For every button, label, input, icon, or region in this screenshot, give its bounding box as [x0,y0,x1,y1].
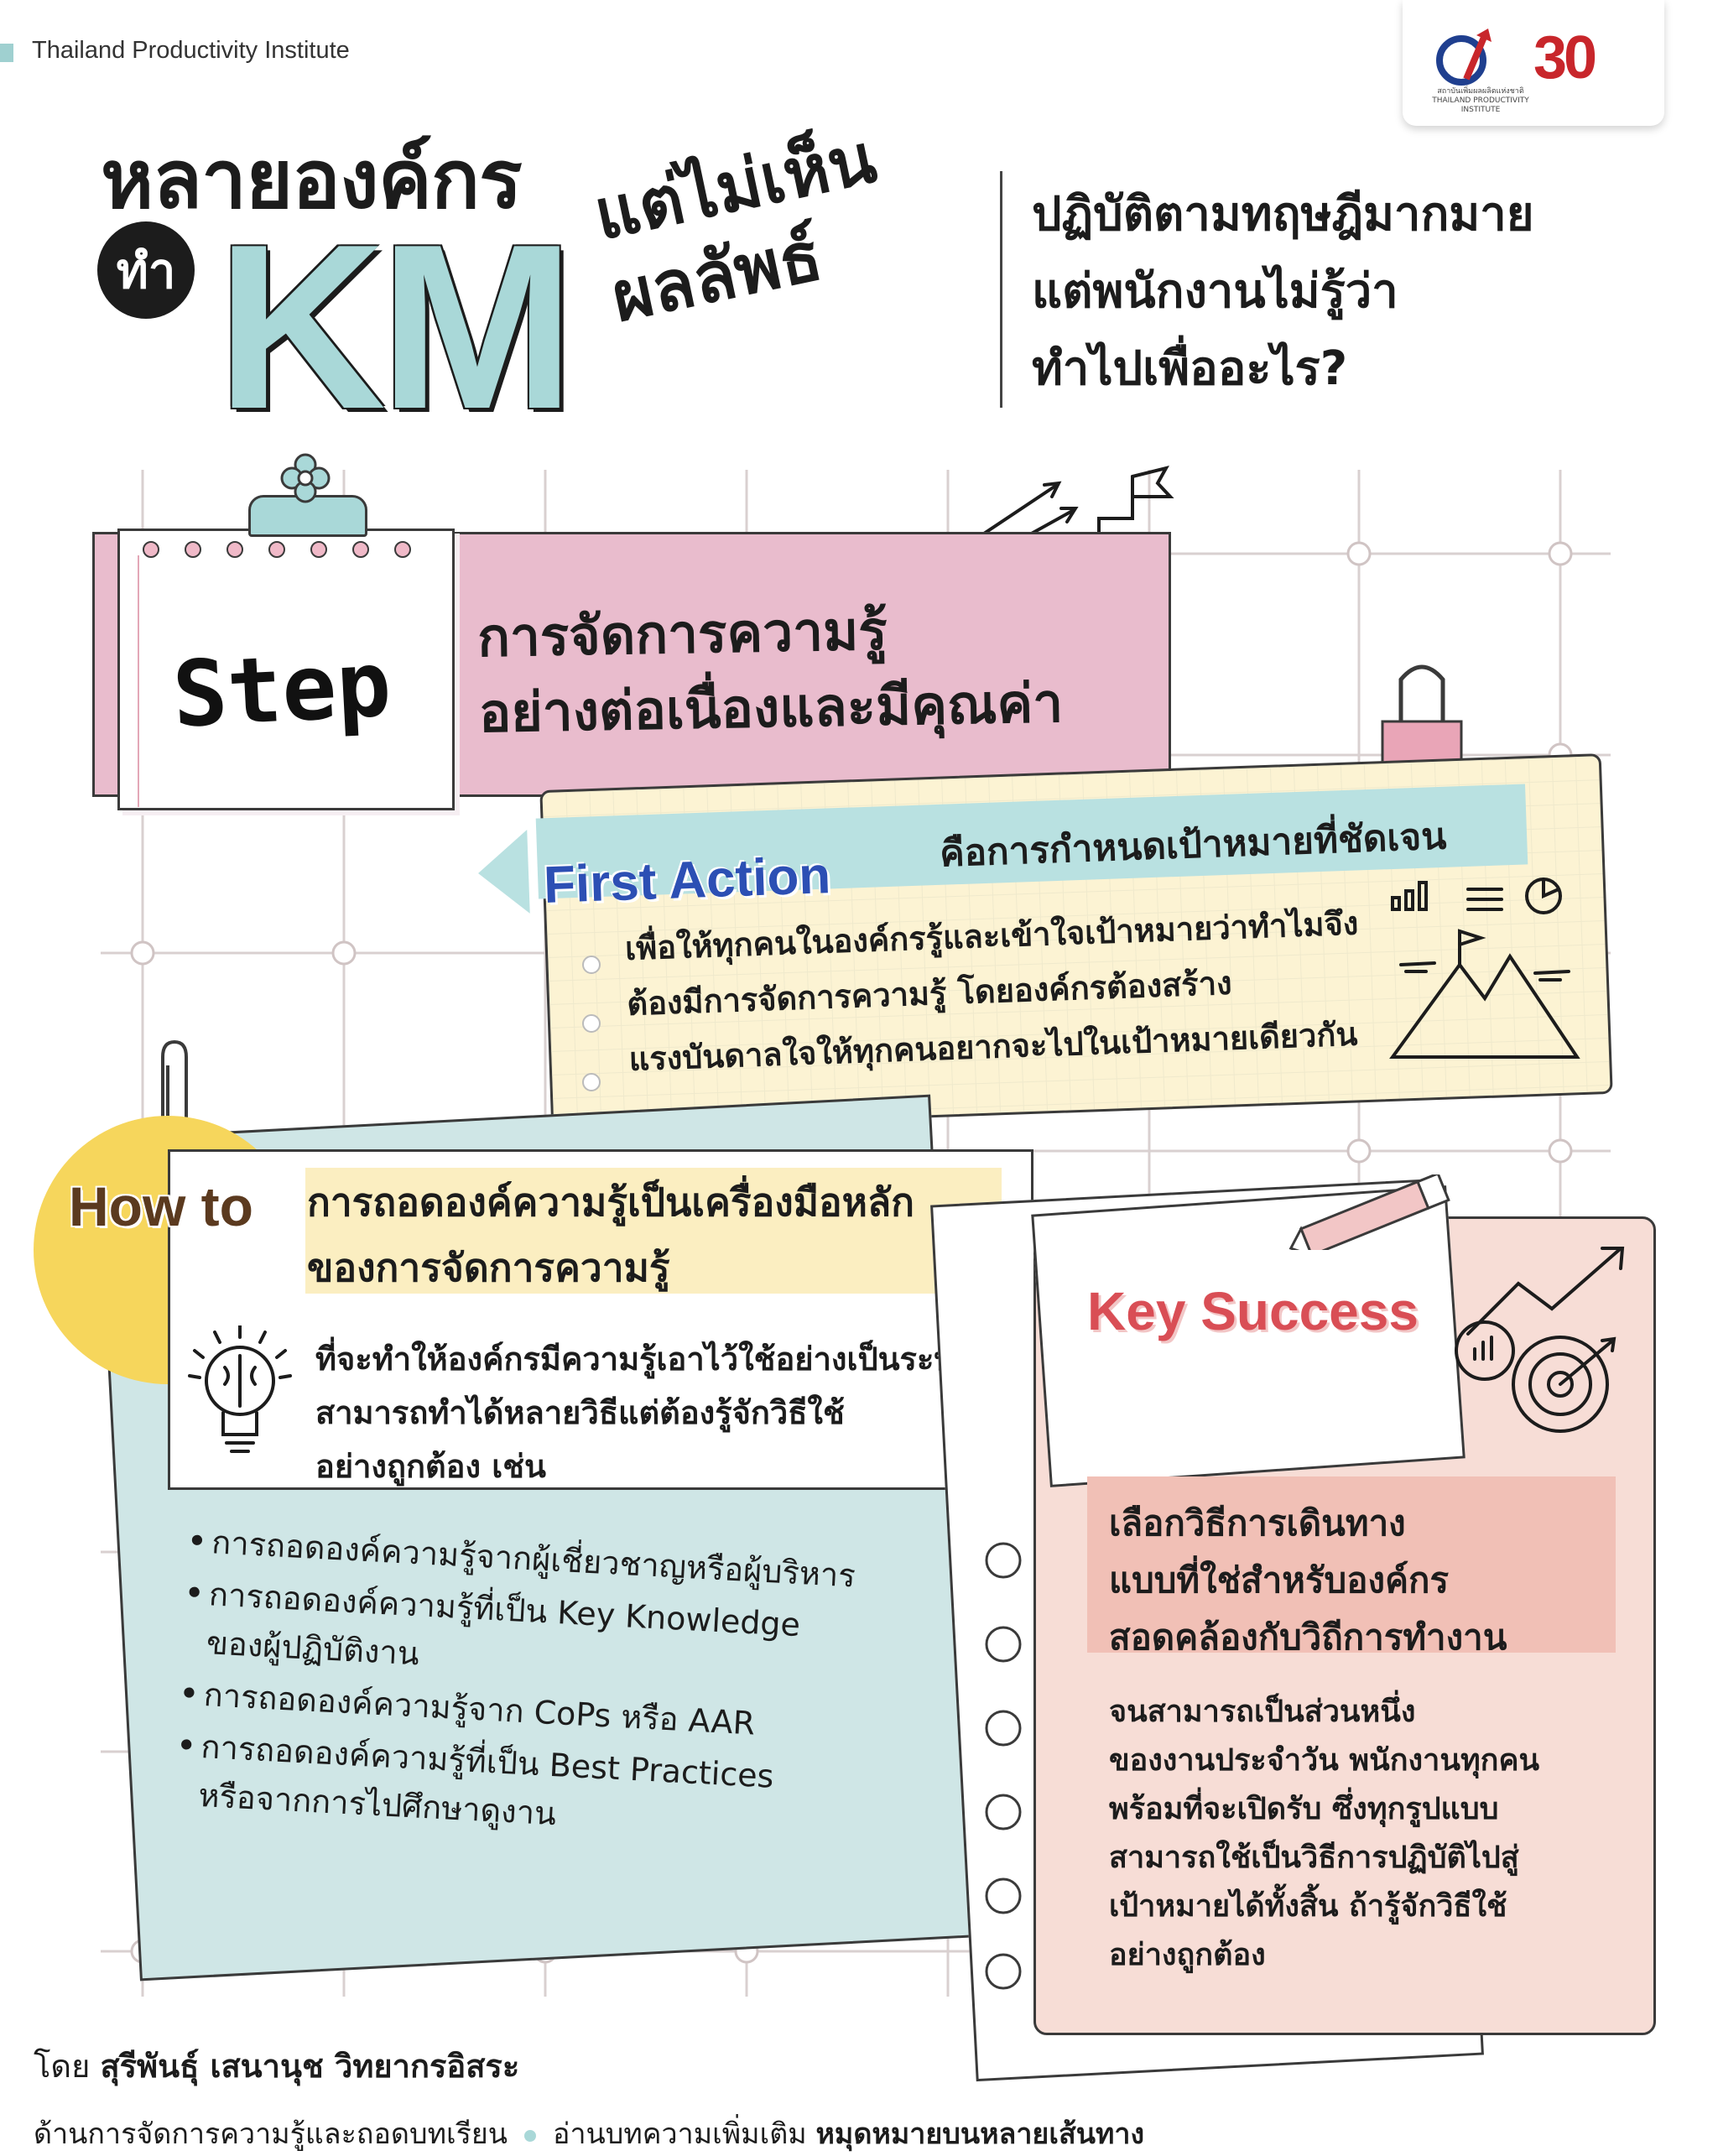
step-title-line: การจัดการความรู้ [476,600,888,670]
footer-dot [524,2129,537,2142]
mountain-goal-icon [1389,878,1580,1059]
first-action-heading: First Action [542,846,832,914]
key-success-body-line: สามารถใช้เป็นวิธีการปฏิบัติไปสู่ [1109,1841,1519,1875]
logo-panel [1403,0,1664,126]
how-to-body-line: ที่จะทำให้องค์กรมีความรู้เอาไว้ใช้อย่างเ… [315,1341,975,1377]
brand-name: Thailand Productivity Institute [32,37,350,64]
how-to-body-line: สามารถทำได้หลายวิธีแต่ต้องรู้จักวิธีใช้ [315,1394,845,1431]
how-to-body-line: อย่างถูกต้อง เช่น [315,1448,547,1485]
title-right-line: ทำไปเพื่ออะไร? [1032,341,1348,396]
footer-article-title: หมุดหมายบนหลายเส้นทาง [815,2117,1145,2151]
key-success-body-line: พร้อมที่จะเปิดรับ ซึ่งทุกรูปแบบ [1109,1792,1499,1826]
first-action-body: เพื่อให้ทุกคนในองค์กรรู้และเข้าใจเป้าหมา… [624,895,1384,1087]
title-tham: ทำ [116,242,176,299]
how-to-title-line: การถอดองค์ความรู้เป็นเครื่องมือหลัก [307,1180,915,1225]
title-right-line: ปฏิบัติตามทฤษฎีมากมาย [1032,187,1534,242]
key-success-holes [985,1542,1022,1990]
ribbon-arrow [476,829,530,916]
key-success-body-line: ของงานประจำวัน พนักงานทุกคน [1109,1743,1540,1778]
key-success-head-highlight [1087,1476,1616,1653]
step-note-holes [143,541,411,558]
step-note-paper [117,529,455,810]
how-to-body: ที่จะทำให้องค์กรมีความรู้เอาไว้ใช้อย่างเ… [315,1332,1003,1493]
key-success-body-line: จนสามารถเป็นส่วนหนึ่ง [1109,1695,1416,1729]
footer-read-more: อ่านบทความเพิ่มเติม [553,2117,807,2151]
flower-clip-icon [280,453,331,503]
step-title: การจัดการความรู้ อย่างต่อเนื่องและมีคุณค… [476,591,1064,752]
key-success-head: เลือกวิธีการเดินทาง แบบที่ใช่สำหรับองค์ก… [1109,1495,1507,1666]
key-success-head-line: เลือกวิธีการเดินทาง [1109,1502,1406,1544]
step-word: Step [169,632,394,748]
target-growth-icon [1455,1247,1625,1433]
footer-author-line: โดย สุรีพันธุ์ เสนานุช วิทยากรอิสระ [34,2040,519,2091]
footer-by: โดย [34,2048,91,2085]
key-success-body-line: เป้าหมายได้ทั้งสิ้น ถ้ารู้จักวิธีใช้ [1109,1889,1507,1924]
step-note-margin [138,555,424,807]
how-to-title: การถอดองค์ความรู้เป็นเครื่องมือหลัก ของก… [307,1169,914,1300]
tpi-logo-icon [1436,29,1492,86]
how-to-title-highlight [305,1168,1002,1294]
title-km: KM [216,196,575,458]
footer-info-line: ด้านการจัดการความรู้และถอดบทเรียน อ่านบทค… [34,2111,1144,2156]
title-right-line: แต่พนักงานไม่รู้ว่า [1032,264,1398,319]
first-action-holes [582,956,601,1091]
title-right-text: ปฏิบัติตามทฤษฎีมากมาย แต่พนักงานไม่รู้ว่… [1032,176,1534,408]
title-line1: หลายองค์กร [101,133,523,227]
logo-caption: สถาบันเพิ่มผลผลิตแห่งชาติ THAILAND PRODU… [1432,87,1529,114]
key-success-body-line: อย่างถูกต้อง [1109,1938,1266,1972]
key-success-title: Key Success [1087,1281,1419,1341]
key-success-head-line: สอดคล้องกับวิถีการทำงาน [1109,1617,1507,1658]
how-to-label: How to [69,1175,253,1237]
how-to-bullet-list: การถอดองค์ความรู้จากผู้เชี่ยวชาญหรือผู้บ… [175,1517,887,1858]
key-success-head-line: แบบที่ใช่สำหรับองค์กร [1109,1560,1450,1601]
step-title-line: อย่างต่อเนื่องและมีคุณค่า [478,672,1064,746]
footer-author: สุรีพันธุ์ เสนานุช วิทยากรอิสระ [100,2048,520,2085]
pencil-icon [1288,1174,1450,1250]
brand-marker [0,44,13,62]
key-success-body: จนสามารถเป็นส่วนหนึ่ง ของงานประจำวัน พนั… [1109,1688,1612,1980]
title-divider [1000,171,1002,408]
anniversary-30-logo: 30 [1533,24,1597,91]
title-tham-badge: ทำ [97,221,195,319]
lightbulb-brain-icon [188,1325,292,1453]
footer-expertise: ด้านการจัดการความรู้และถอดบทเรียน [34,2117,508,2151]
how-to-title-line: ของการจัดการความรู้ [307,1245,670,1290]
